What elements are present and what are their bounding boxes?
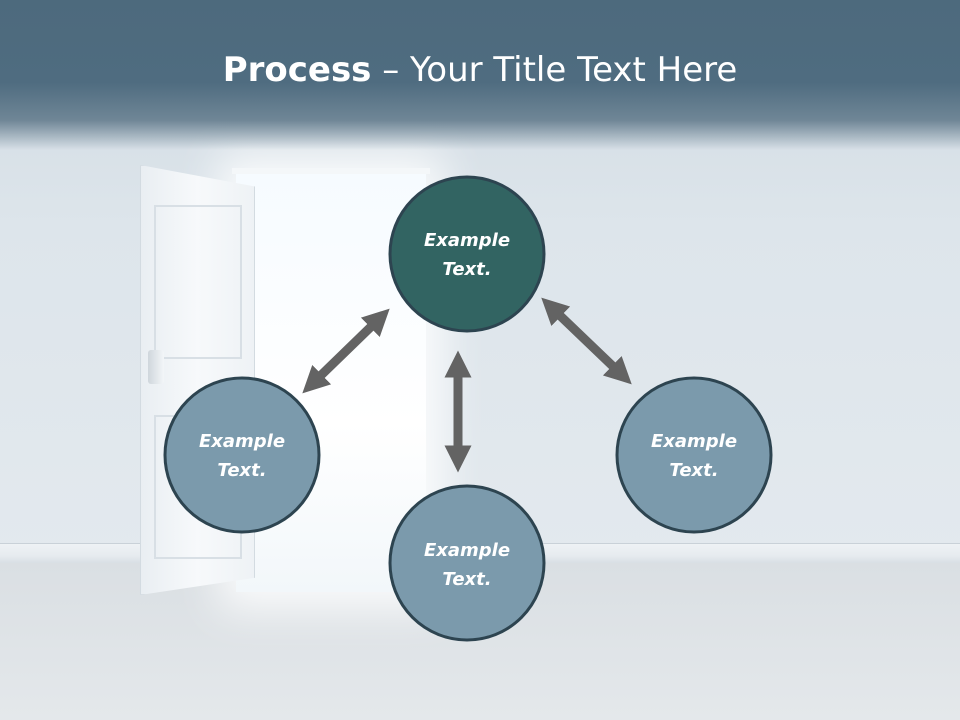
- title-bar: [0, 0, 960, 150]
- node-right: Example Text.: [615, 376, 773, 534]
- node-left-circle: [163, 376, 321, 534]
- arrow-top-right: [541, 297, 632, 385]
- page-title: Process – Your Title Text Here: [0, 50, 960, 90]
- node-bottom-line1: Example: [424, 540, 510, 561]
- node-right-line1: Example: [651, 431, 737, 452]
- door-panel-upper: [154, 205, 242, 359]
- node-top-line1: Example: [424, 230, 510, 251]
- node-top: Example Text.: [388, 175, 546, 333]
- node-bottom: Example Text.: [388, 484, 546, 642]
- node-top-line2: Text.: [442, 259, 491, 280]
- node-bottom-circle: [388, 484, 546, 642]
- arrow-top-left: [302, 308, 390, 394]
- door-frame: [232, 168, 430, 174]
- node-top-circle: [388, 175, 546, 333]
- node-right-line2: Text.: [669, 460, 718, 481]
- node-left-line2: Text.: [217, 460, 266, 481]
- node-right-circle: [615, 376, 773, 534]
- title-rest: – Your Title Text Here: [371, 50, 738, 90]
- title-bold: Process: [222, 50, 372, 90]
- door-handle-icon: [148, 350, 164, 384]
- node-left-line1: Example: [199, 431, 285, 452]
- node-left: Example Text.: [163, 376, 321, 534]
- node-bottom-line2: Text.: [442, 569, 491, 590]
